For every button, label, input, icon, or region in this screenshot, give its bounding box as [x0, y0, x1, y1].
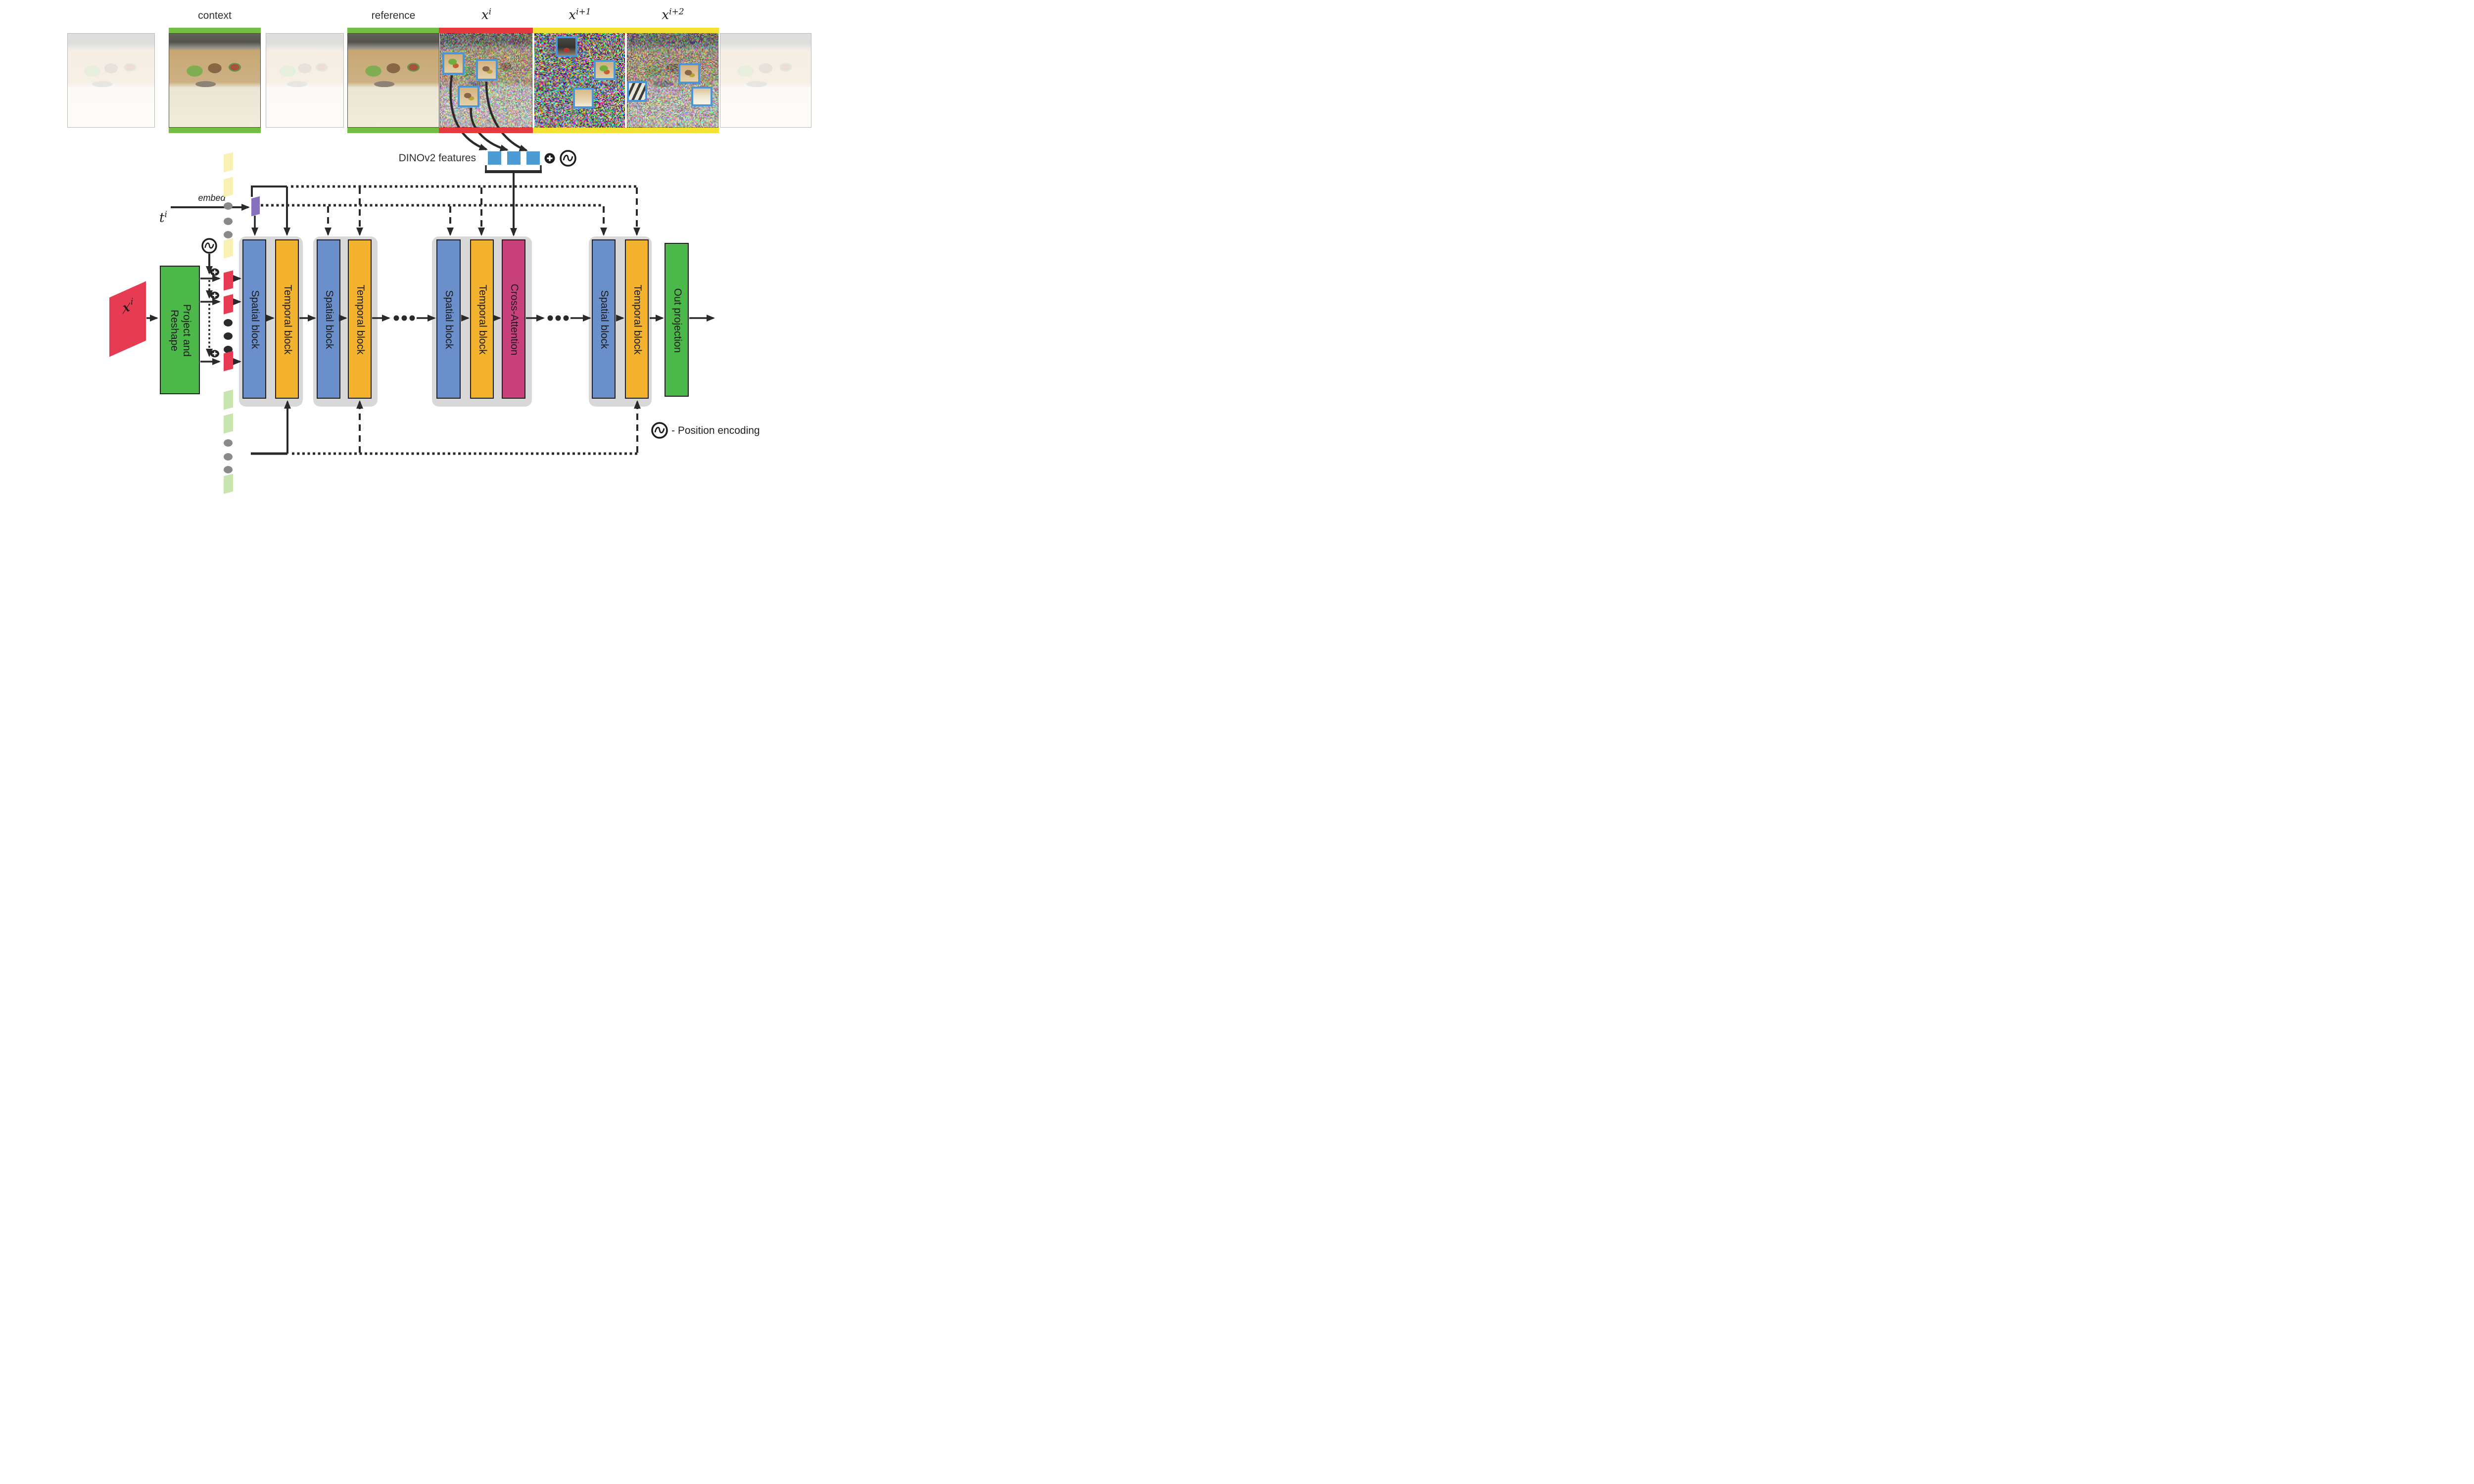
dino-patch-box	[594, 60, 616, 80]
temporal-block-label: Temporal block	[282, 284, 293, 354]
frame-color-band-red	[439, 128, 533, 133]
dinov2-features-label: DINOv2 features	[347, 152, 476, 164]
token-strip-yellow	[224, 152, 233, 172]
spatial-block-label: Spatial block	[249, 290, 261, 349]
dino-patch-box	[556, 36, 577, 57]
past-context-frame	[67, 33, 155, 128]
spatial-block-1: Spatial block	[242, 239, 266, 399]
video-frame-photo	[266, 33, 344, 128]
dino-patch-box	[573, 88, 594, 108]
frame-color-band-green	[347, 28, 439, 33]
cross-attention-block: Cross-Attention	[502, 239, 525, 399]
bottom-skip-bus	[251, 402, 637, 454]
spatial-block-label: Spatial block	[443, 290, 455, 349]
dino-feature-token	[488, 151, 501, 165]
label-t-i: ti	[159, 210, 167, 226]
context-frame	[169, 33, 261, 128]
video-frame-photo	[169, 33, 261, 128]
token-strip-green	[224, 389, 233, 410]
temporal-block-label: Temporal block	[476, 284, 488, 354]
temporal-block-3: Temporal block	[470, 239, 494, 399]
spatial-block-label: Spatial block	[323, 290, 335, 349]
token-strip-dot-gray	[224, 453, 233, 461]
project-and-reshape-label: Project andReshape	[168, 304, 193, 357]
reference-frame	[347, 33, 439, 128]
context-label: context	[198, 10, 232, 22]
temporal-feed-bus	[291, 186, 637, 234]
token-strip-dot-gray	[224, 439, 233, 447]
dino-patch-box	[691, 87, 713, 106]
frame-color-band-red	[439, 28, 533, 33]
spatial-block-2: Spatial block	[317, 239, 340, 399]
reference-label: reference	[372, 10, 416, 22]
dino-patch-box	[442, 52, 465, 75]
time-embedding-token	[251, 196, 260, 217]
video-frame-photo	[347, 33, 439, 128]
temporal-block-2: Temporal block	[348, 239, 372, 399]
input-latent-x-i: xi	[109, 281, 146, 357]
token-add-icons	[210, 269, 219, 358]
token-strip-red	[224, 351, 233, 371]
video-frame-photo	[67, 33, 155, 128]
token-strip-dot-gray	[224, 231, 233, 238]
out-projection-block: Out projection	[665, 243, 689, 397]
dino-patch-box	[476, 59, 498, 81]
out-projection-label: Out projection	[671, 288, 683, 353]
frame-color-band-yellow	[533, 28, 719, 33]
label-x-i2: xi+2	[662, 7, 684, 23]
position-encoding-icon	[652, 423, 667, 438]
legend-position-encoding: - Position encoding	[671, 425, 760, 437]
token-strip-dot-black	[224, 332, 233, 340]
xi1-frame	[534, 33, 625, 128]
token-strip-dot-gray	[224, 466, 233, 473]
spatial-block-label: Spatial block	[598, 290, 610, 349]
temporal-block-1: Temporal block	[275, 239, 299, 399]
temporal-block-4: Temporal block	[625, 239, 649, 399]
token-strip-red	[224, 270, 233, 290]
figure-canvas: context reference xi xi+1 xi+2 DINOv2 fe…	[0, 0, 880, 495]
token-strip-dot-black	[224, 319, 233, 326]
label-x-i1: xi+1	[569, 7, 591, 23]
embed-dotted-bus	[261, 205, 604, 234]
spatial-block-4: Spatial block	[592, 239, 616, 399]
noise-overlay	[534, 33, 625, 128]
token-strip-yellow	[224, 177, 233, 197]
video-frame-photo	[720, 33, 811, 128]
dino-patch-box	[458, 86, 479, 107]
future-faded-frame	[720, 33, 811, 128]
add-icon	[545, 153, 555, 164]
dino-patch-box	[627, 81, 647, 102]
noise-overlay	[627, 33, 718, 128]
project-and-reshape-block: Project andReshape	[160, 266, 200, 394]
x-i-on-latent: xi	[122, 296, 133, 318]
position-encoding-icon	[561, 151, 575, 166]
dino-patch-box	[678, 63, 700, 84]
dino-bracket	[485, 165, 542, 172]
frame-color-band-green	[169, 128, 261, 133]
cross-attention-label: Cross-Attention	[508, 284, 520, 356]
token-strip-yellow	[224, 238, 233, 258]
temporal-block-label: Temporal block	[354, 284, 366, 354]
token-strip-dot-gray	[224, 218, 233, 225]
position-encoding-icon	[202, 239, 216, 253]
frame-color-band-yellow	[533, 128, 719, 133]
dino-feature-token	[507, 151, 521, 165]
label-x-i: xi	[481, 7, 491, 23]
frame-color-band-green	[169, 28, 261, 33]
token-strip-red	[224, 294, 233, 314]
frame-color-band-green	[347, 128, 439, 133]
token-strip-green	[224, 473, 233, 494]
token-strip-green	[224, 413, 233, 433]
temporal-block-label: Temporal block	[631, 284, 643, 354]
skipped-frame	[266, 33, 344, 128]
spatial-block-3: Spatial block	[436, 239, 461, 399]
token-strip-dot-gray	[224, 202, 233, 210]
xi2-frame	[627, 33, 718, 128]
dino-feature-token	[526, 151, 540, 165]
